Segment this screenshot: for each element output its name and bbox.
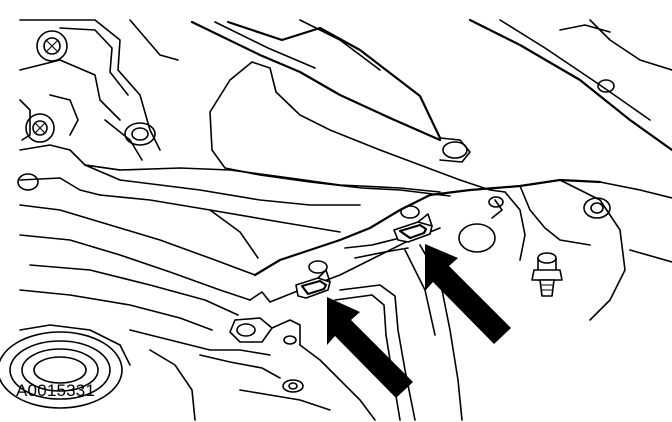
lower-housing [129, 234, 463, 421]
oil-pan-cover [19, 19, 602, 331]
retaining-clip-left [295, 269, 331, 299]
boss-hole-left-edge [17, 173, 39, 191]
bolt-head-upper [36, 30, 68, 62]
retaining-clip-right [393, 213, 433, 243]
arrow-retaining-clip-left [327, 297, 413, 398]
crank-pulley [0, 324, 131, 409]
arrow-retaining-clip-right [425, 244, 511, 344]
right-housing [458, 18, 672, 321]
figure-id-label: A0015331 [16, 381, 96, 400]
engine-block-upper-left [19, 19, 179, 196]
boss-hole-upper-left [124, 122, 156, 146]
stud-bolt [531, 252, 563, 297]
bolt-head-middle [25, 113, 55, 143]
